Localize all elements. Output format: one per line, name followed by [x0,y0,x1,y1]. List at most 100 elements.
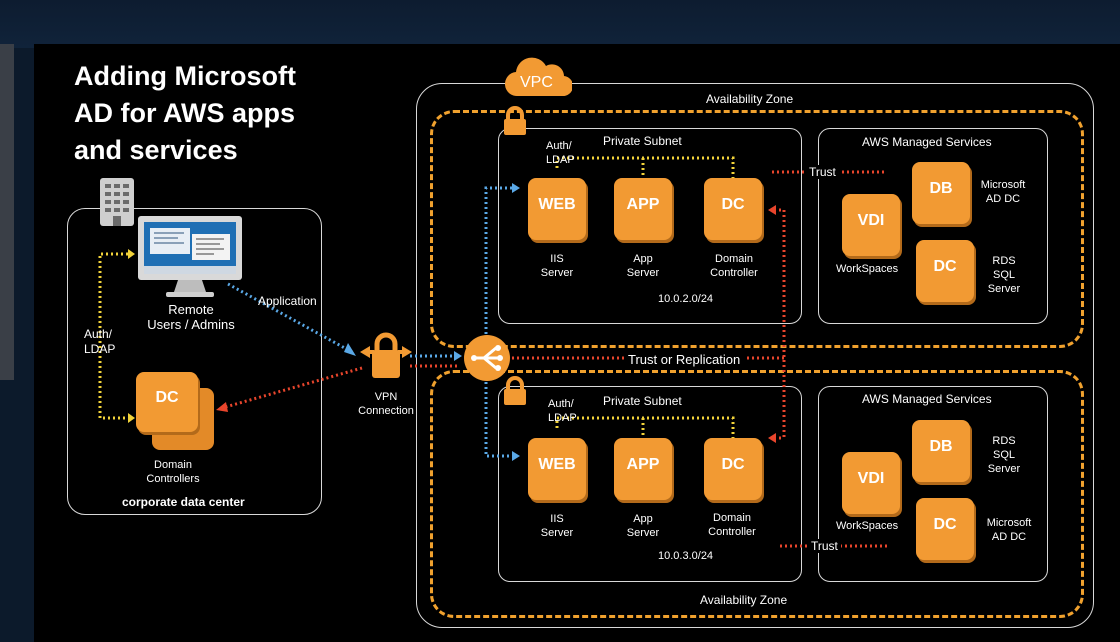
domain-controller-2-line-1: Domain [713,512,751,524]
web-box-1-label: WEB [538,196,576,213]
cidr-2-label: 10.0.3.0/24 [658,550,714,562]
vdi-box-1: VDI [842,194,900,256]
app-server-1-label: App Server [613,252,673,280]
domain-controllers-line-1: Domain [154,459,192,471]
db-box-1: DB [912,162,970,224]
router-to-web1-line [484,186,512,334]
private-subnet-1 [498,128,802,324]
subnet2-auth-line [555,416,735,438]
db-box-2-label: DB [929,438,953,455]
dc2-box-2-label: DC [933,516,957,533]
app-box-2: APP [614,438,672,500]
corp-dc-arrow [216,402,228,412]
iis-server-1-label: IIS Server [527,252,587,280]
title-line-1: Adding Microsoft [74,61,296,91]
app-server-2-label: App Server [613,512,673,540]
vpc-cloud-icon [505,57,572,97]
iis-2-line-2: Server [540,527,574,539]
web-box-2: WEB [528,438,586,500]
domain-controller-1-line-2: Controller [710,267,758,279]
vdi-box-2: VDI [842,452,900,514]
app-server-2-line-2: Server [626,527,660,539]
trust-1-label: Trust [806,165,839,179]
vpn-to-corp-dc-line [221,366,363,410]
web1-arrow [512,183,520,193]
subnet1-auth-line-2: LDAP [546,154,575,166]
db-box-1-label: DB [929,180,953,197]
workspaces-2-label: WorkSpaces [836,520,899,532]
dc-box-1: DC [704,178,762,240]
domain-controllers-label: Domain Controllers [128,458,218,486]
router-icon [464,335,510,381]
vpn-connection-line-1: VPN [374,391,398,403]
dc2-2-desc: Microsoft AD DC [976,516,1042,544]
slide-title: Adding Microsoft AD for AWS apps and ser… [74,58,394,169]
remote-users-line-2: Users / Admins [147,317,235,332]
trust-2-label: Trust [808,539,841,553]
vdi-box-1-label: VDI [857,212,885,229]
corporate-building-icon [100,178,134,226]
web-box-1: WEB [528,178,586,240]
subnet1-auth-line [555,156,735,178]
db-2-desc-line-2: SQL [992,449,1015,461]
dc2-1-desc-line-1: RDS [992,255,1016,267]
private-subnet-2 [498,386,802,582]
dc-box-2: DC [704,438,762,500]
db-box-2: DB [912,420,970,482]
workspaces-1-label: WorkSpaces [836,263,899,275]
iis-server-2-label: IIS Server [527,512,587,540]
dc-box-2-label: DC [721,456,745,473]
availability-zone-1 [430,110,1084,348]
title-line-2: AD for AWS apps [74,98,296,128]
monitor-icon [138,216,242,297]
dc2-box-2: DC [916,498,974,560]
web-box-2-label: WEB [538,456,576,473]
subnet1-label: Private Subnet [603,134,682,148]
dc2-1-desc-line-3: Server [987,283,1021,295]
domain-controllers-line-2: Controllers [146,473,200,485]
cidr-1-label: 10.0.2.0/24 [658,293,714,305]
remote-users-label: Remote Users / Admins [130,302,252,332]
corp-auth-label: Auth/ LDAP [84,327,115,357]
managed-services-2-label: AWS Managed Services [862,392,992,406]
availability-zone-2 [430,370,1084,618]
dc2-box-1-label: DC [933,258,957,275]
dc1-arrow [768,205,776,215]
domain-controller-1-line-1: Domain [715,253,753,265]
managed-services-1 [818,128,1048,324]
dc2-arrow [768,433,776,443]
app-box-1: APP [614,178,672,240]
subnet1-auth-label: Auth/ LDAP [546,139,575,167]
dc2-box-1: DC [916,240,974,302]
db-1-desc-line-2: AD DC [985,193,1021,205]
application-line [227,282,353,354]
dc2-2-desc-line-1: Microsoft [986,517,1032,529]
iis-1-line-2: Server [540,267,574,279]
corp-auth-arrow-up [128,249,135,259]
db-2-desc: RDS SQL Server [976,434,1032,476]
remote-users-line-1: Remote [168,302,214,317]
domain-controller-2-line-2: Controller [708,526,756,538]
db-2-desc-line-3: Server [987,463,1021,475]
domain-controller-1-label: Domain Controller [696,252,772,280]
corp-auth-line [98,252,128,420]
vpn-connection-line-2: Connection [358,405,414,417]
application-label: Application [258,294,317,308]
domain-controller-2-label: Domain Controller [694,511,770,539]
background-left-strip [0,44,14,380]
subnet2-label: Private Subnet [603,394,682,408]
az2-label: Availability Zone [696,593,792,607]
dc-box-1-label: DC [721,196,745,213]
vdi-box-2-label: VDI [857,470,885,487]
corp-auth-arrow-down [128,413,135,423]
subnet2-auth-label: Auth/ LDAP [548,397,577,425]
managed-services-1-label: AWS Managed Services [862,135,992,149]
app-box-1-label: APP [626,196,660,213]
app-box-2-label: APP [626,456,660,473]
corp-dc-box-label: DC [155,389,179,406]
az1-lock-icon [504,106,526,135]
vpc-label: VPC [520,74,553,91]
background-top [0,0,1120,48]
iis-2-line-1: IIS [550,513,564,525]
vpn-connection-label: VPN Connection [346,390,426,418]
